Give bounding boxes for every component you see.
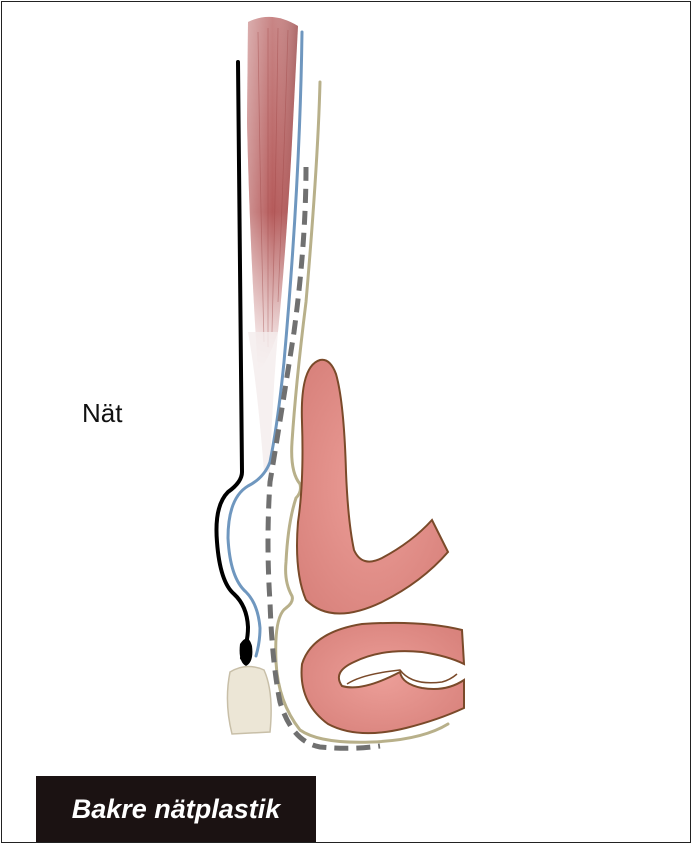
bone-structure [227, 666, 271, 734]
caption-box: Bakre nätplastik [36, 776, 316, 842]
intestine-upper-loop [297, 360, 448, 614]
mesh-label: Nät [82, 398, 122, 429]
anal-verge-tip [240, 638, 253, 666]
intestine-lower-loop [302, 623, 464, 733]
caption-text: Bakre nätplastik [72, 794, 281, 825]
